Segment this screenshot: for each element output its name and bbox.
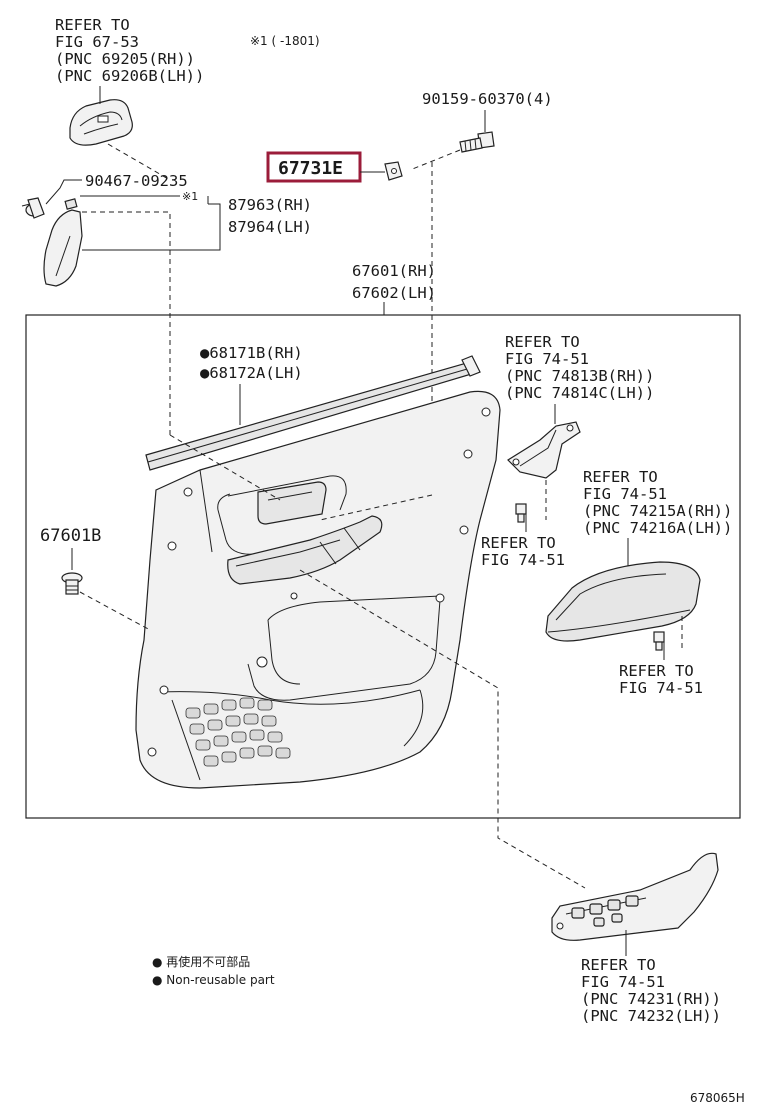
pad-87963-label: 87963(RH) 87964(LH) <box>228 196 321 236</box>
highlight-box <box>266 151 362 183</box>
screw-1-part <box>515 503 527 523</box>
bolt-part <box>459 131 495 153</box>
window-switch-part <box>551 852 719 941</box>
screw-2-part <box>653 631 665 651</box>
refer-7451-screw2-label: REFER TO FIG 74-51 <box>619 662 703 697</box>
part-67731e-label[interactable]: 67731E <box>278 158 343 179</box>
refer-7451-switch-label: REFER TO FIG 74-51 (PNC 74231(RH)) (PNC … <box>581 956 730 1025</box>
panel-frame <box>25 314 741 819</box>
note-1801-label: ※1 ( -1801) <box>250 34 320 48</box>
refer-6753-label: REFER TO FIG 67-53 (PNC 69205(RH)) (PNC … <box>55 16 204 85</box>
refer-7451-armrest-label: REFER TO FIG 74-51 (PNC 74215A(RH)) (PNC… <box>583 468 742 537</box>
pad-87963-part <box>43 198 83 287</box>
bracket-part <box>507 421 581 479</box>
clip-67601b-label: 67601B <box>40 526 101 546</box>
clip-90467-part <box>21 197 45 219</box>
note-mark-label: ※1 <box>182 190 198 203</box>
refer-7451-screw1-label: REFER TO FIG 74-51 <box>481 534 565 569</box>
speaker-grille <box>185 697 291 767</box>
weatherstrip-part <box>145 355 481 471</box>
armrest-part <box>545 561 701 642</box>
refer-7451-bracket-label: REFER TO FIG 74-51 (PNC 74813B(RH)) (PNC… <box>505 333 664 402</box>
inner-handle-part <box>69 99 133 146</box>
figure-id: 678065H <box>690 1091 745 1105</box>
door-trim-panel <box>135 390 501 789</box>
clip-67601b-part <box>61 572 83 595</box>
legend: ● 再使用不可部品 ● Non-reusable part <box>152 954 275 987</box>
clip-90467-label: 90467-09235 <box>85 172 188 190</box>
panel-67601-label: 67601(RH) 67602(LH) <box>352 262 445 302</box>
clip-67731e-part <box>384 161 403 181</box>
weatherstrip-68171-label: ●68171B(RH) ●68172A(LH) <box>200 344 312 382</box>
bolt-90159-label: 90159-60370(4) <box>422 90 553 108</box>
